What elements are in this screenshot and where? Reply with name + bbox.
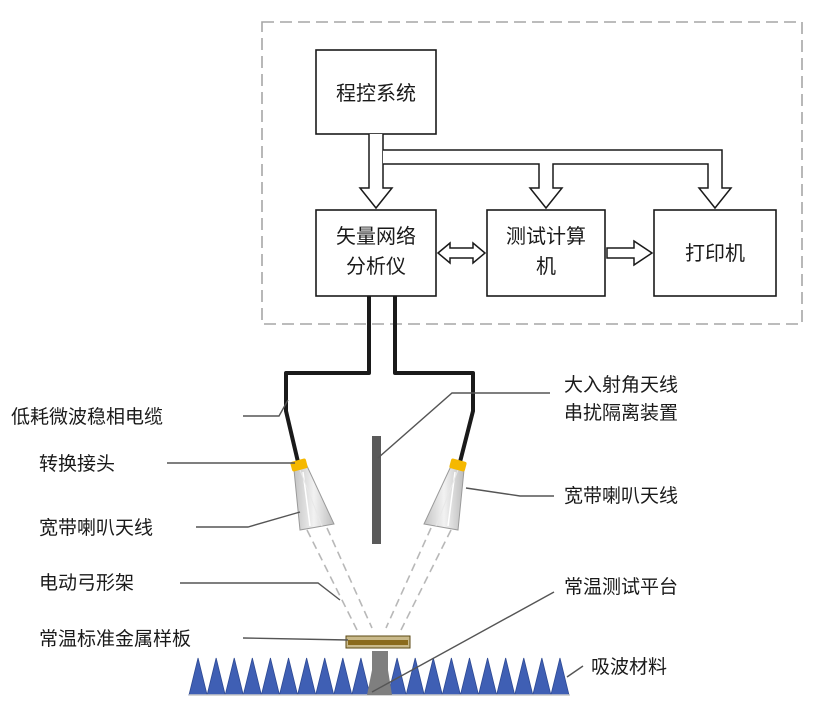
control-to-vna-arrow	[358, 134, 394, 210]
absorber-pyramid	[405, 657, 425, 696]
program-control-box: 程控系统	[315, 49, 437, 135]
absorber-pyramid	[224, 657, 244, 696]
cable-right	[393, 296, 475, 463]
vector-network-analyzer-box: 矢量网络 分析仪	[315, 209, 437, 297]
absorber-pyramid	[459, 657, 480, 696]
printer-box: 打印机	[653, 209, 777, 297]
horn-antenna-right	[423, 458, 467, 531]
adapter-right	[449, 458, 467, 472]
absorber-pyramid	[514, 657, 534, 696]
metal-sample-plate-inner	[348, 640, 408, 645]
absorber-pyramid	[297, 657, 317, 696]
vna-label-line1: 矢量网络	[336, 224, 416, 248]
leader-lines	[167, 392, 584, 693]
label-horn-left: 宽带喇叭天线	[39, 517, 153, 539]
absorber-pyramid	[206, 657, 226, 696]
printer-label: 打印机	[685, 241, 745, 265]
absorber-pyramid	[423, 657, 443, 696]
horn-antenna-left	[290, 458, 335, 531]
test-computer-box: 测试计算 机	[486, 209, 606, 297]
control-to-computer-printer-arrow	[383, 149, 733, 210]
computer-to-printer-arrow	[606, 239, 654, 267]
label-arch: 电动弓形架	[39, 572, 134, 594]
instrument-group-frame	[261, 21, 803, 325]
label-sample: 常温标准金属样板	[39, 628, 191, 650]
absorber-pyramid	[550, 657, 570, 696]
absorber-pyramid	[260, 657, 280, 696]
absorber-pyramid	[441, 657, 461, 696]
absorber-pyramid	[333, 657, 353, 696]
absorber-pyramid	[315, 657, 335, 696]
label-horn-right: 宽带喇叭天线	[564, 485, 678, 507]
label-isolator-line1: 大入射角天线	[564, 374, 678, 396]
label-platform: 常温测试平台	[564, 576, 678, 598]
label-cable: 低耗微波稳相电缆	[11, 406, 163, 428]
absorber-pyramid	[532, 657, 552, 696]
adapter-left	[290, 458, 308, 472]
vna-label-line2: 分析仪	[346, 254, 406, 278]
absorber-pyramid	[188, 657, 208, 696]
label-absorber: 吸波材料	[591, 656, 667, 678]
cable-left	[284, 296, 371, 463]
beam-paths	[306, 527, 452, 631]
label-isolator-line2: 串扰隔离装置	[564, 402, 678, 424]
program-control-label: 程控系统	[336, 81, 416, 105]
label-adapter: 转换接头	[39, 453, 115, 475]
vna-computer-double-arrow	[436, 241, 487, 265]
computer-label-line2: 机	[536, 254, 556, 278]
absorber-pyramid	[478, 657, 498, 696]
absorber-pyramid	[278, 657, 299, 696]
crosstalk-isolator-plate	[372, 436, 381, 544]
absorber-pyramid	[242, 657, 262, 696]
absorber-pyramid	[351, 657, 371, 696]
computer-label-line1: 测试计算	[506, 224, 586, 248]
absorber-pyramid	[496, 657, 516, 696]
